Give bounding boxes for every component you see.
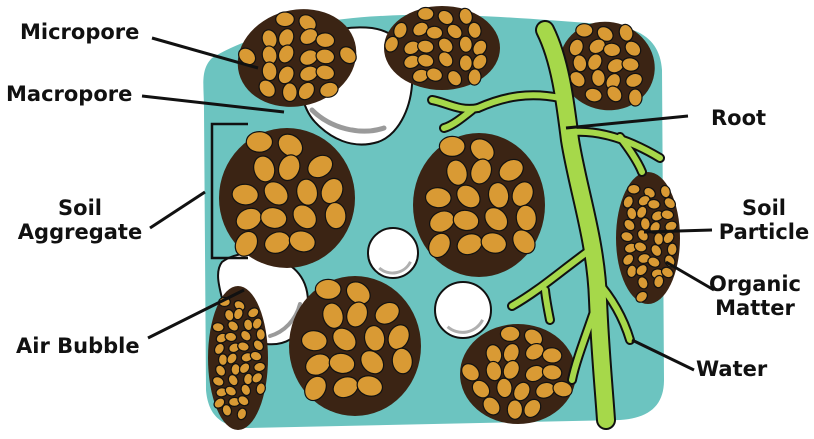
soil-particle — [507, 400, 523, 420]
soil-particle — [654, 233, 664, 246]
label-organic-matter-line1: Organic — [700, 272, 810, 296]
label-water: Water — [696, 357, 767, 381]
label-soil-particle-line1: Soil — [706, 196, 814, 220]
soil-particle — [218, 354, 227, 366]
soil-particle — [246, 132, 272, 153]
soil-particle — [667, 243, 677, 256]
soil-particle — [500, 326, 519, 341]
aggregate-middle-left — [219, 128, 355, 268]
aggregate-right — [616, 172, 680, 304]
soil-particle — [282, 83, 297, 102]
label-macropore: Macropore — [6, 82, 132, 106]
soil-particle — [256, 328, 266, 340]
soil-particle — [418, 7, 434, 20]
air-bubble — [435, 282, 491, 338]
soil-particle — [647, 199, 660, 210]
label-soil-aggregate-line1: Soil — [5, 196, 155, 220]
soil-particle — [439, 136, 465, 156]
soil-particle — [576, 24, 593, 37]
soil-particle — [468, 68, 482, 85]
air-bubble — [368, 228, 418, 278]
label-organic-matter: Organic Matter — [700, 272, 810, 320]
soil-particle — [628, 184, 640, 194]
aggregate-middle — [413, 133, 545, 277]
label-organic-matter-line2: Matter — [700, 296, 810, 320]
soil-particle — [315, 279, 341, 299]
soil-aggregate-leader — [150, 192, 205, 228]
aggregate-bottom-far-left — [208, 286, 268, 430]
label-micropore: Micropore — [20, 20, 139, 44]
soil-particle — [276, 12, 295, 27]
label-soil-particle: Soil Particle — [706, 196, 814, 244]
soil-particle — [459, 55, 472, 71]
aggregate-bottom-left — [289, 276, 421, 416]
soil-particle — [212, 322, 224, 332]
label-soil-aggregate: Soil Aggregate — [5, 196, 155, 244]
label-soil-particle-line2: Particle — [706, 220, 814, 244]
label-root: Root — [711, 106, 766, 130]
label-soil-aggregate-line2: Aggregate — [5, 220, 155, 244]
label-air-bubble: Air Bubble — [16, 334, 140, 358]
soil-particle-leader — [644, 230, 712, 232]
soil-particle — [628, 89, 642, 106]
